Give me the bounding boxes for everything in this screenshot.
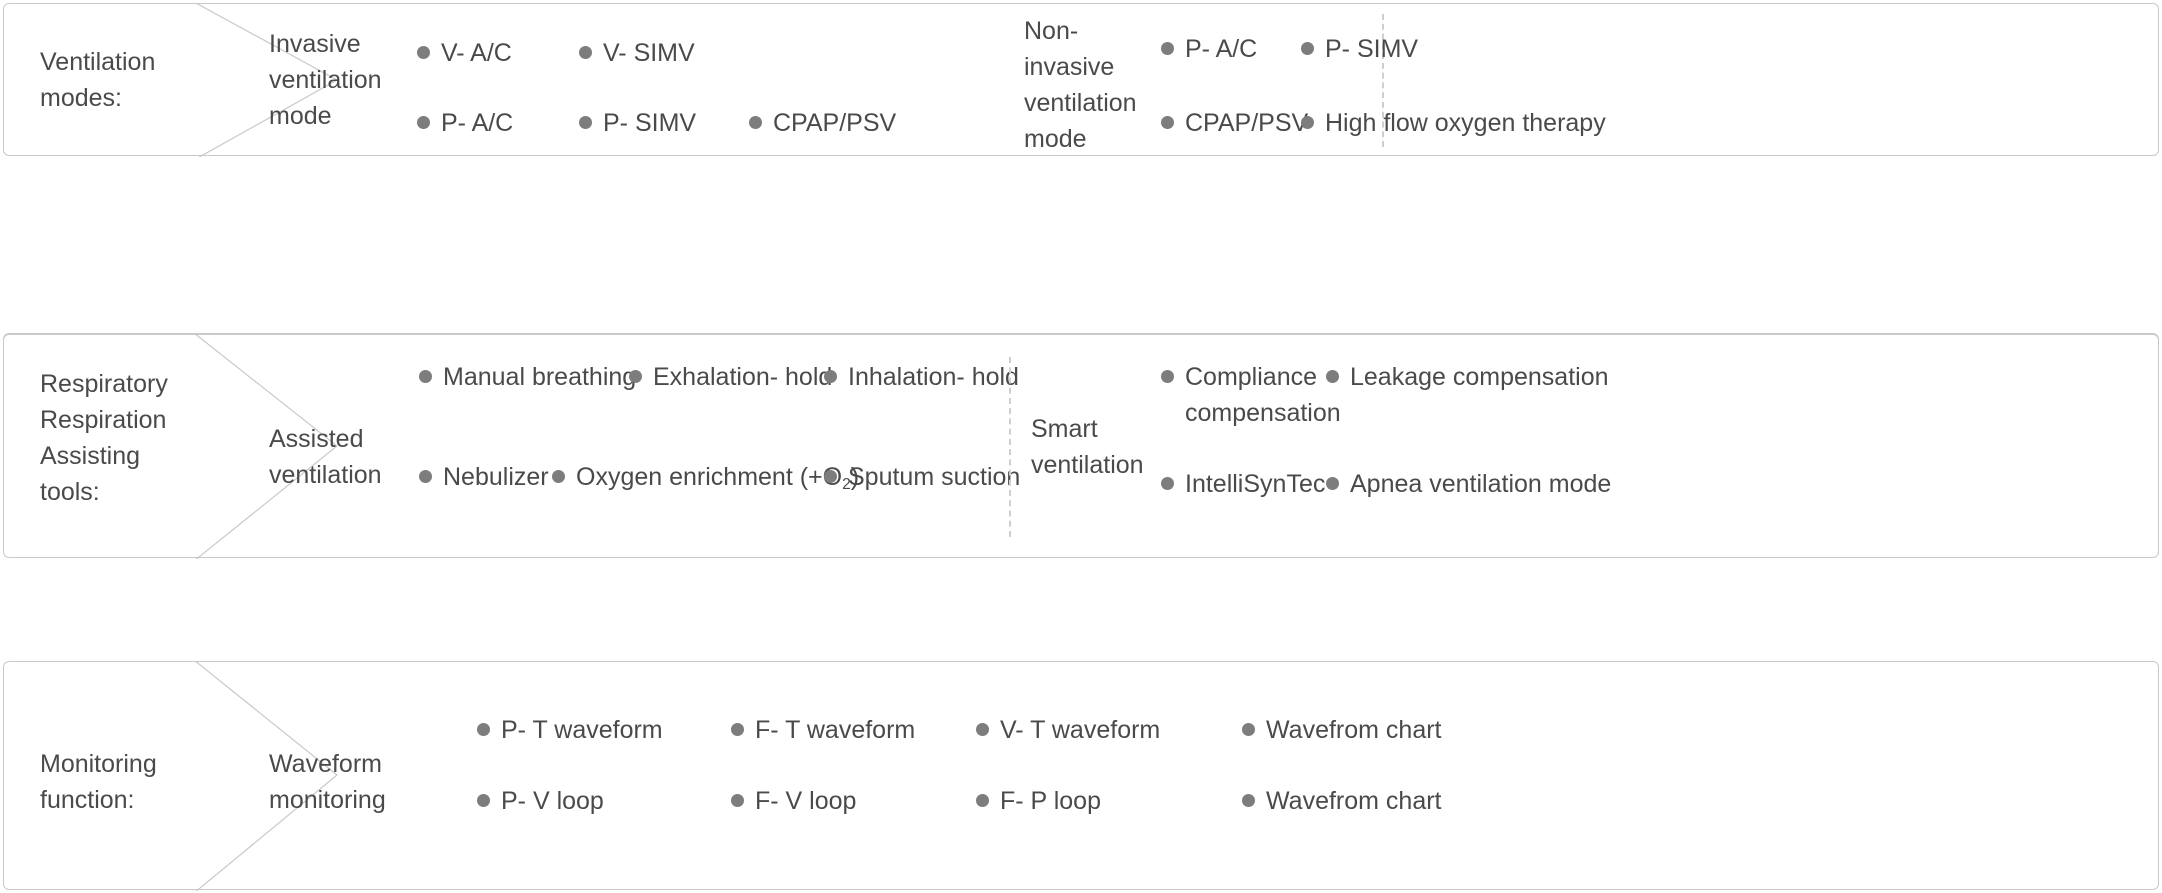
bullet-icon xyxy=(552,470,565,483)
list-item[interactable]: P- SIMV xyxy=(579,105,696,141)
bullet-icon xyxy=(749,116,762,129)
list-item[interactable]: Wavefrom chart xyxy=(1242,712,1442,748)
group-label-invasive: Invasive ventilation mode xyxy=(269,30,382,130)
list-item[interactable]: CPAP/PSV xyxy=(1161,105,1308,141)
section-card-ventilation-modes: Ventilation modes: Invasive ventilation … xyxy=(3,3,2159,157)
list-item[interactable]: IntelliSynTec xyxy=(1161,466,1325,502)
bullet-icon xyxy=(1161,477,1174,490)
list-item[interactable]: High flow oxygen therapy xyxy=(1301,105,1606,141)
group-label-non-invasive: Non- invasive ventilation mode xyxy=(1024,17,1137,153)
list-item-oxygen-enrichment[interactable]: Oxygen enrichment (+O2) xyxy=(552,459,859,499)
list-item[interactable]: F- V loop xyxy=(731,783,856,819)
bullet-icon xyxy=(731,723,744,736)
list-item[interactable]: P- SIMV xyxy=(1301,31,1418,67)
bullet-icon xyxy=(477,794,490,807)
list-item[interactable]: Sputum suction xyxy=(824,459,1020,495)
bullet-icon xyxy=(1242,794,1255,807)
bullet-icon xyxy=(1161,116,1174,129)
group-divider xyxy=(1382,14,1384,147)
bullet-icon xyxy=(419,370,432,383)
bullet-icon xyxy=(1242,723,1255,736)
bullet-icon xyxy=(1161,370,1174,383)
list-item[interactable]: Leakage compensation xyxy=(1326,359,1609,395)
bullet-icon xyxy=(824,470,837,483)
bullet-icon xyxy=(1326,477,1339,490)
list-item[interactable]: P- T waveform xyxy=(477,712,663,748)
list-item[interactable]: P- V loop xyxy=(477,783,604,819)
bullet-icon xyxy=(1301,116,1314,129)
section-card-row2: Respiratory Respiration Assisting tools:… xyxy=(3,334,2159,559)
list-item[interactable]: V- T waveform xyxy=(976,712,1160,748)
bullet-icon xyxy=(1301,42,1314,55)
list-item[interactable]: V- SIMV xyxy=(579,35,695,71)
list-item[interactable]: Inhalation- hold xyxy=(824,359,1019,395)
group-label-assisted-ventilation: Assisted ventilation xyxy=(269,425,382,489)
list-item[interactable]: Wavefrom chart xyxy=(1242,783,1442,819)
list-item[interactable]: Nebulizer xyxy=(419,459,549,495)
list-item[interactable]: F- T waveform xyxy=(731,712,915,748)
list-item[interactable]: CPAP/PSV xyxy=(749,105,896,141)
section-card-monitoring-function: Monitoring function: Waveform monitoring… xyxy=(3,661,2159,891)
bullet-icon xyxy=(824,370,837,383)
group-label-smart-ventilation: Smart ventilation xyxy=(1031,415,1144,479)
bullet-icon xyxy=(731,794,744,807)
section-title-respiratory-assisting-tools: Respiratory Respiration Assisting tools: xyxy=(40,370,168,506)
bullet-icon xyxy=(1326,370,1339,383)
list-item[interactable]: Apnea ventilation mode xyxy=(1326,466,1611,502)
list-item[interactable]: P- A/C xyxy=(417,105,513,141)
section-title-ventilation-modes: Ventilation modes: xyxy=(40,48,156,112)
list-item[interactable]: Exhalation- hold xyxy=(629,359,832,395)
bullet-icon xyxy=(1161,42,1174,55)
bullet-icon xyxy=(417,116,430,129)
list-item[interactable]: Compliance compensation xyxy=(1161,359,1341,431)
group-label-waveform-monitoring: Waveform monitoring xyxy=(269,750,386,814)
list-item[interactable]: V- A/C xyxy=(417,35,512,71)
bullet-icon xyxy=(579,46,592,59)
bullet-icon xyxy=(417,46,430,59)
bullet-icon xyxy=(419,470,432,483)
list-item[interactable]: P- A/C xyxy=(1161,31,1257,67)
list-item[interactable]: Manual breathing xyxy=(419,359,636,395)
bullet-icon xyxy=(976,723,989,736)
group-divider xyxy=(1009,357,1011,537)
bullet-icon xyxy=(976,794,989,807)
bullet-icon xyxy=(629,370,642,383)
bullet-icon xyxy=(579,116,592,129)
bullet-icon xyxy=(477,723,490,736)
oxygen-enrichment-label: Oxygen enrichment (+O2) xyxy=(576,463,860,493)
list-item[interactable]: F- P loop xyxy=(976,783,1101,819)
section-title-monitoring-function: Monitoring function: xyxy=(40,750,157,814)
